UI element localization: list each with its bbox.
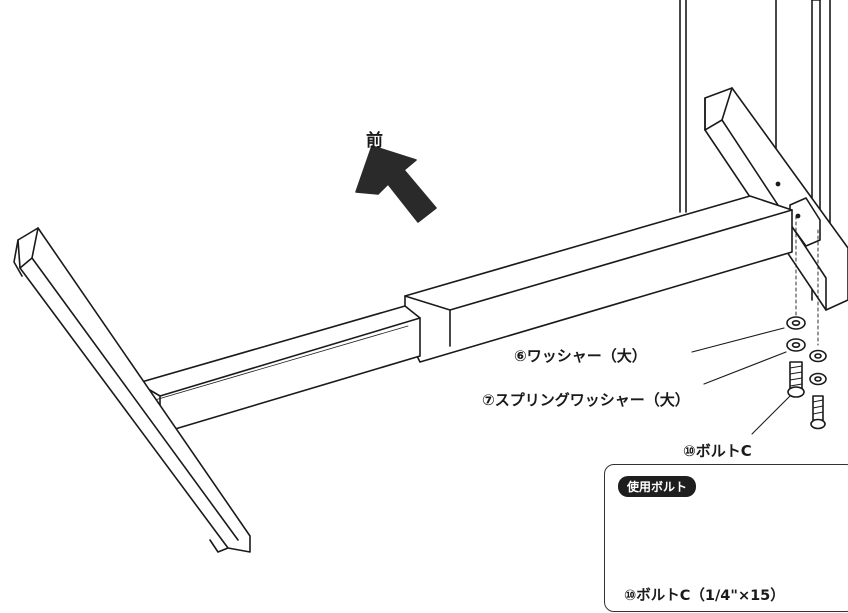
front-foot bbox=[13, 227, 251, 553]
callout-caption: ⑩ボルトC（1/4"×15） bbox=[624, 588, 785, 604]
main-beam-rear bbox=[404, 195, 793, 363]
bolt-c-label: ⑩ボルトC bbox=[683, 442, 752, 460]
bolt-guide-lines bbox=[795, 215, 819, 346]
main-beam-front bbox=[137, 305, 421, 433]
rear-foot bbox=[704, 87, 848, 311]
front-direction-label: 前 bbox=[366, 131, 383, 151]
washer-large-label: ⑥ワッシャー（大） bbox=[514, 347, 647, 365]
hardware-stack-left bbox=[786, 316, 806, 398]
hardware-stack-right bbox=[809, 349, 827, 430]
front-direction-arrow-icon bbox=[355, 145, 437, 223]
label-leader-lines bbox=[691, 327, 791, 435]
callout-title-badge: 使用ボルト bbox=[618, 476, 697, 497]
spring-washer-label: ⑦スプリングワッシャー（大） bbox=[482, 391, 690, 409]
